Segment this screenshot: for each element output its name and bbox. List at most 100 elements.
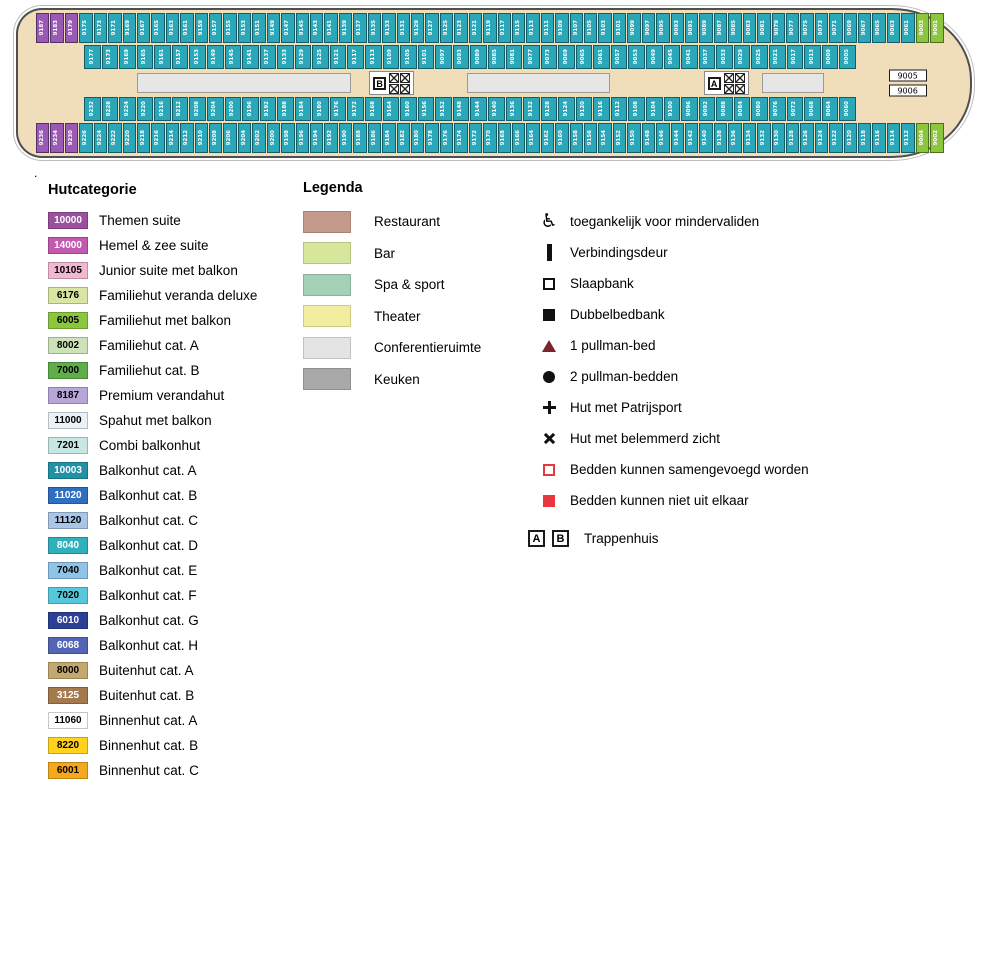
cabin-number: 9146 bbox=[659, 130, 666, 146]
cabin-number: 9053 bbox=[632, 49, 639, 65]
cabin-9080: 9080 bbox=[751, 97, 768, 121]
cabin-9073: 9073 bbox=[814, 13, 829, 43]
cabin-9096: 9096 bbox=[681, 97, 698, 121]
cabin-number: 9164 bbox=[387, 101, 394, 117]
cabin-9025: 9025 bbox=[751, 45, 768, 69]
symbol-label: Bedden kunnen samengevoegd worden bbox=[570, 462, 809, 477]
cabin-number: 9130 bbox=[774, 130, 781, 146]
cabin-9180: 9180 bbox=[410, 123, 425, 153]
interior-space-block bbox=[467, 72, 610, 94]
cabin-9214: 9214 bbox=[165, 123, 180, 153]
cabin-number: 9160 bbox=[404, 101, 411, 117]
category-swatch: 6176 bbox=[48, 287, 88, 304]
cabin-9216: 9216 bbox=[151, 123, 165, 153]
cabin-9107: 9107 bbox=[569, 13, 584, 43]
cabin-number: 9133 bbox=[385, 20, 392, 36]
category-swatch: 8000 bbox=[48, 662, 88, 679]
cabin-9127: 9127 bbox=[425, 13, 439, 43]
cabin-number: 9088 bbox=[720, 101, 727, 117]
cabin-number: 9089 bbox=[702, 20, 709, 36]
cabin-9120: 9120 bbox=[575, 97, 593, 121]
interior-space-block bbox=[761, 72, 825, 94]
cabin-number: 9001 bbox=[933, 20, 940, 36]
cabin-number: 9166 bbox=[514, 130, 521, 146]
cabin-9101: 9101 bbox=[417, 45, 435, 69]
cabin-number: 9060 bbox=[843, 101, 850, 117]
cabin-9218: 9218 bbox=[136, 123, 151, 153]
open-square-icon bbox=[528, 277, 570, 290]
cabin-number: 9168 bbox=[500, 130, 507, 146]
legend-area-label: Spa & sport bbox=[374, 277, 445, 293]
plus-icon bbox=[528, 401, 570, 414]
cabin-9068: 9068 bbox=[804, 97, 821, 121]
cabin-9105: 9105 bbox=[400, 45, 417, 69]
cabin-9129: 9129 bbox=[294, 45, 312, 69]
category-swatch: 10105 bbox=[48, 262, 88, 279]
cabin-9230: 9230 bbox=[64, 123, 79, 153]
cabin-number: 9129 bbox=[413, 20, 420, 36]
cabin-9173: 9173 bbox=[93, 13, 108, 43]
category-label: Familiehut cat. A bbox=[99, 338, 199, 353]
cabin-number: 9099 bbox=[630, 20, 637, 36]
cabin-number: 9135 bbox=[370, 20, 377, 36]
cabin-9114: 9114 bbox=[886, 123, 901, 153]
cabin-9177: 9177 bbox=[84, 45, 101, 69]
cabin-number: 9100 bbox=[668, 101, 675, 117]
cabin-number: 9095 bbox=[659, 20, 666, 36]
symbol-item: Hut met Patrijsport bbox=[528, 392, 928, 423]
cabin-number: 9165 bbox=[141, 49, 148, 65]
cabin-9077: 9077 bbox=[785, 13, 800, 43]
cabin-9157: 9157 bbox=[209, 13, 223, 43]
category-swatch: 10000 bbox=[48, 212, 88, 229]
category-label: Balkonhut cat. D bbox=[99, 538, 199, 553]
cabin-number: 9164 bbox=[529, 130, 536, 146]
cabin-number: 9107 bbox=[572, 20, 579, 36]
cabin-9029: 9029 bbox=[733, 45, 751, 69]
cabin-number: 9163 bbox=[168, 20, 175, 36]
cabin-9135: 9135 bbox=[367, 13, 382, 43]
cabin-number: 9173 bbox=[96, 20, 103, 36]
category-label: Buitenhut cat. B bbox=[99, 688, 195, 703]
cabin-9097: 9097 bbox=[435, 45, 452, 69]
cabin-number: 9117 bbox=[500, 20, 507, 36]
cabin-9081: 9081 bbox=[505, 45, 523, 69]
cabin-number: 9091 bbox=[687, 20, 694, 36]
cabin-number: 9073 bbox=[545, 49, 552, 65]
cabin-number: 9150 bbox=[630, 130, 637, 146]
cabin-number: 9172 bbox=[471, 130, 478, 146]
cabin-number: 9226 bbox=[82, 130, 89, 146]
cabin-9049: 9049 bbox=[646, 45, 663, 69]
cabin-9089: 9089 bbox=[699, 13, 713, 43]
cabin-number: 9190 bbox=[341, 130, 348, 146]
cabin-9204: 9204 bbox=[206, 97, 224, 121]
cabin-number: 9121 bbox=[471, 20, 478, 36]
cabin-number: 9133 bbox=[281, 49, 288, 65]
cabin-9156: 9156 bbox=[417, 97, 435, 121]
cabin-number: 9080 bbox=[755, 101, 762, 117]
cabin-9108: 9108 bbox=[628, 97, 645, 121]
cabin-number: 9177 bbox=[88, 49, 95, 65]
cabin-9212: 9212 bbox=[180, 123, 194, 153]
cabin-9210: 9210 bbox=[194, 123, 209, 153]
cabin-9147: 9147 bbox=[281, 13, 295, 43]
category-label: Premium verandahut bbox=[99, 388, 225, 403]
cabin-number: 9093 bbox=[673, 20, 680, 36]
cabin-9091: 9091 bbox=[684, 13, 699, 43]
cabin-9084: 9084 bbox=[733, 97, 751, 121]
stairwell-a: A bbox=[703, 71, 749, 95]
cabin-number: 9116 bbox=[597, 101, 604, 117]
symbol-item: Hut met belemmerd zicht bbox=[528, 423, 928, 454]
cabin-9101: 9101 bbox=[612, 13, 627, 43]
cabin-number: 9049 bbox=[650, 49, 657, 65]
cabin-9111: 9111 bbox=[540, 13, 555, 43]
cabin-number: 9002 bbox=[933, 130, 940, 146]
cabin-number: 9097 bbox=[439, 49, 446, 65]
cabin-9069: 9069 bbox=[558, 45, 575, 69]
cabin-9142: 9142 bbox=[684, 123, 699, 153]
